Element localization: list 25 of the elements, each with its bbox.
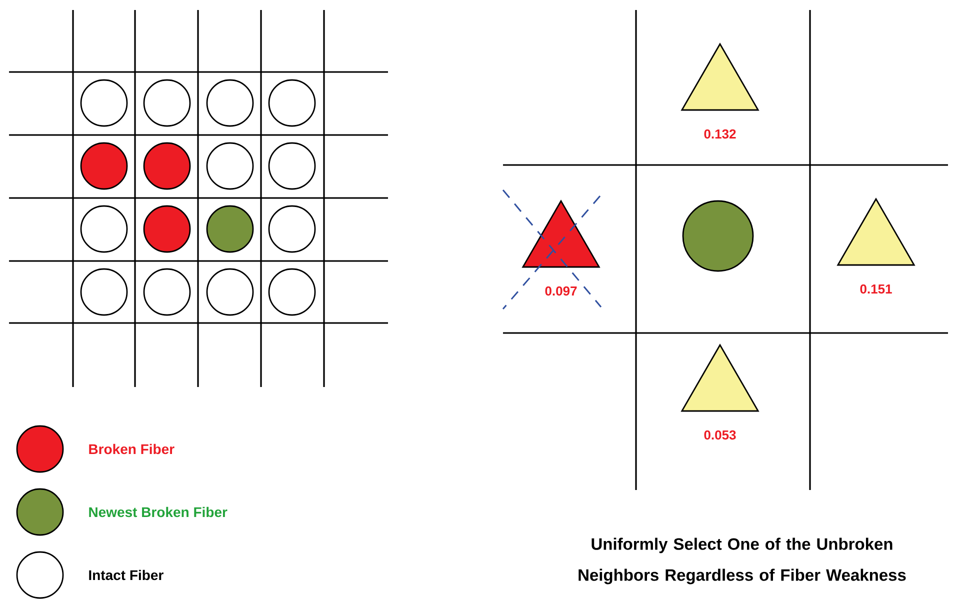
fiber-circle xyxy=(80,268,128,316)
fiber-circle xyxy=(206,79,254,127)
fiber-circle xyxy=(268,268,316,316)
fiber-circle xyxy=(80,205,128,253)
weakness-value: 0.151 xyxy=(860,284,892,294)
fiber-circle xyxy=(206,268,254,316)
weakness-value: 0.053 xyxy=(704,430,736,440)
fiber-circle xyxy=(80,79,128,127)
weakness-value: 0.132 xyxy=(704,129,736,139)
fiber-circle xyxy=(206,205,254,253)
legend-label: Broken Fiber xyxy=(89,444,174,454)
fiber-circle xyxy=(143,79,191,127)
legend-label: Newest Broken Fiber xyxy=(89,506,228,518)
fiber-circle xyxy=(80,142,128,190)
fiber-circle xyxy=(206,142,254,190)
fiber-circle xyxy=(143,142,191,190)
legend-label: Intact Fiber xyxy=(89,570,164,580)
caption: Uniformly Select One of the Unbroken Neighbors Regardless of Fiber Weakness xyxy=(578,538,906,584)
fiber-circle xyxy=(682,200,754,272)
fiber-circle xyxy=(143,268,191,316)
fiber-circle xyxy=(268,142,316,190)
fiber-circle xyxy=(268,205,316,253)
fiber-circle xyxy=(143,205,191,253)
fiber-circle xyxy=(268,79,316,127)
weakness-value: 0.097 xyxy=(545,286,577,296)
